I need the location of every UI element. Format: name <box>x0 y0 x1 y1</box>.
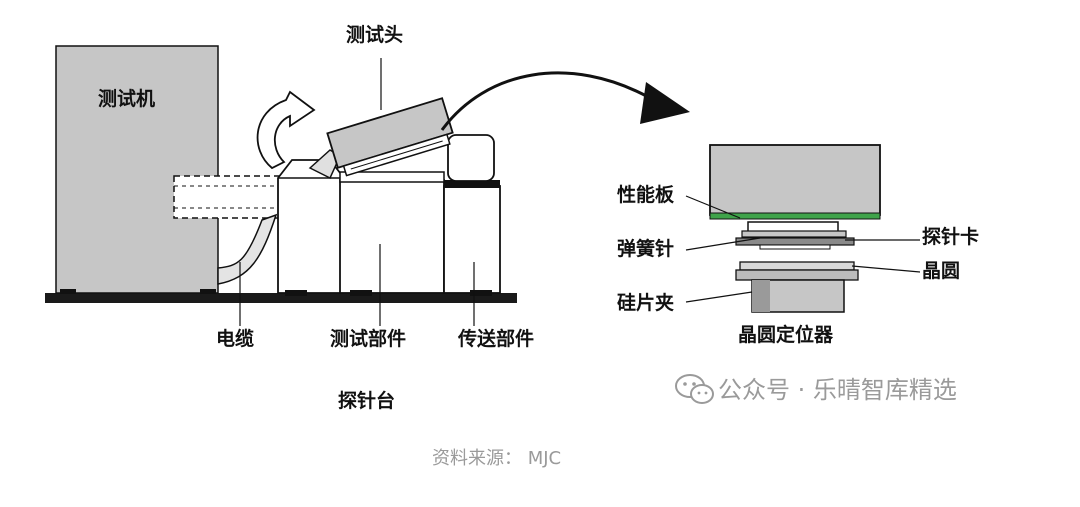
label-performance-board: 性能板 <box>617 184 675 206</box>
watermark-text: 公众号 · 乐晴智库精选 <box>718 376 957 404</box>
label-test-unit: 测试部件 <box>330 328 407 350</box>
label-wafer-chuck: 硅片夹 <box>617 292 675 314</box>
tester-foot-right <box>200 289 216 294</box>
label-transfer-unit: 传送部件 <box>458 328 535 350</box>
label-test-head: 测试头 <box>346 24 404 46</box>
cable-arm-dashed <box>173 175 291 219</box>
tester-machine <box>55 45 219 294</box>
zoom-arrow <box>440 71 651 131</box>
tester-foot-left <box>60 289 76 294</box>
wechat-icon <box>675 374 714 404</box>
transfer-unit-body <box>443 185 501 294</box>
label-prober: 探针台 <box>338 390 396 412</box>
wafer <box>739 261 855 271</box>
source-caption: 资料来源： MJC <box>432 448 562 469</box>
wafer-chuck-top <box>735 269 859 281</box>
label-tester: 测试机 <box>98 88 156 110</box>
prober-body-main <box>339 179 445 294</box>
rotate-arrow <box>256 90 316 170</box>
performance-board-housing <box>709 144 881 216</box>
cable-hose <box>217 213 278 285</box>
label-cable: 电缆 <box>216 328 255 350</box>
label-wafer: 晶圆 <box>922 260 961 282</box>
performance-board <box>709 212 881 220</box>
label-probe-card: 探针卡 <box>922 226 980 248</box>
test-unit-body <box>277 159 345 294</box>
label-pogo-pin: 弹簧针 <box>617 238 675 260</box>
base-platform <box>45 293 517 303</box>
test-head <box>326 97 454 177</box>
label-wafer-positioner: 晶圆定位器 <box>738 324 834 346</box>
